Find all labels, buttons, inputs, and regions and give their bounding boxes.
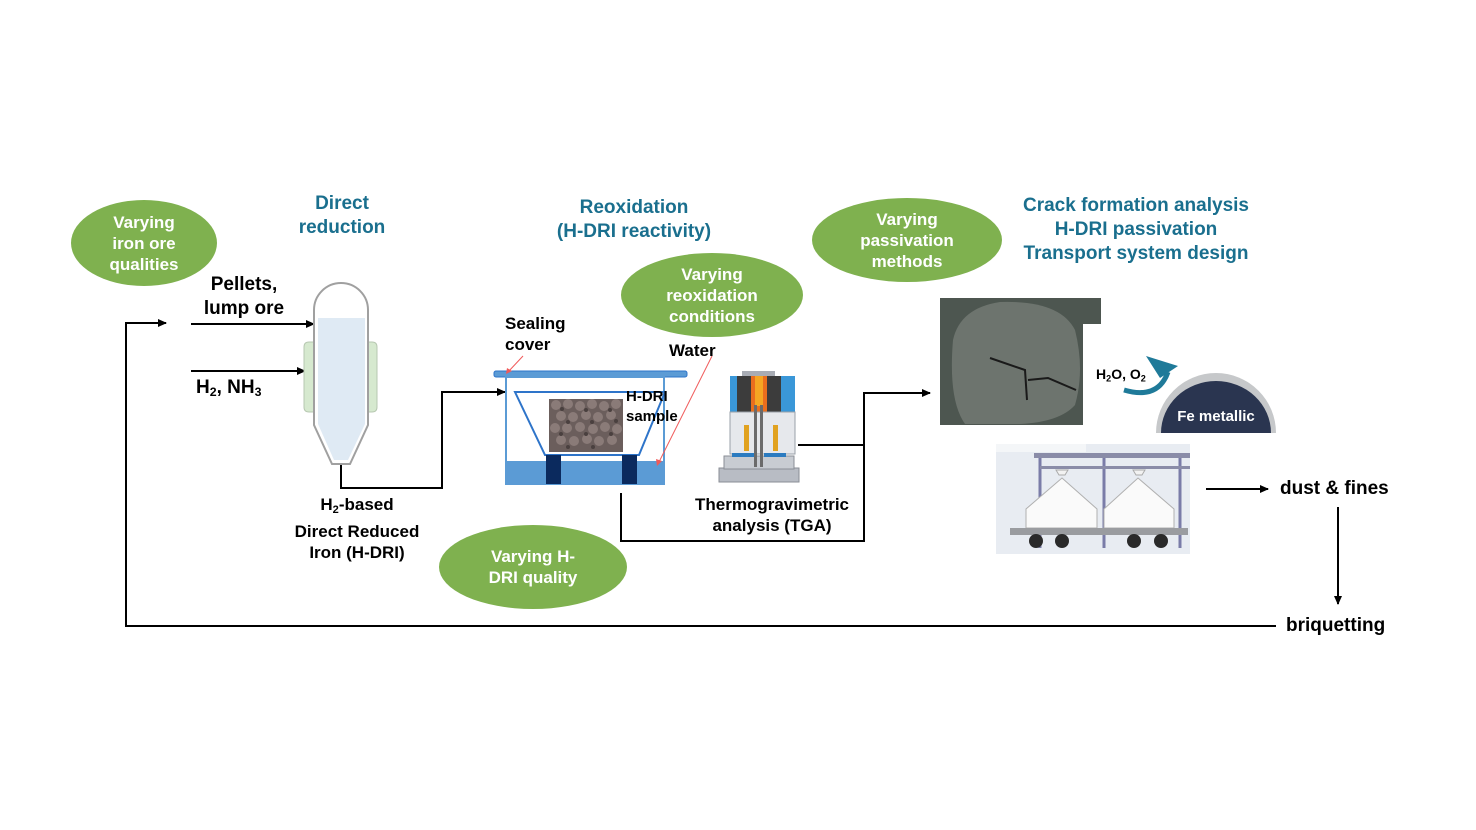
ellipse-text: Varying bbox=[113, 212, 175, 232]
sealing-cover-pointer bbox=[507, 355, 524, 373]
label-line: lump ore bbox=[203, 298, 285, 319]
label-reducing-gas: H2, NH3 bbox=[196, 376, 261, 404]
label-part: H bbox=[1096, 366, 1107, 382]
fe-metallic-dome-icon bbox=[1156, 373, 1276, 433]
ellipse-text: Varying H- bbox=[490, 547, 576, 566]
heading-line: (H-DRI reactivity) bbox=[556, 221, 712, 242]
shaft-furnace-icon bbox=[303, 282, 378, 465]
label-line: analysis (TGA) bbox=[712, 516, 832, 535]
label-hdri: H2-based Direct Reduced Iron (H-DRI) bbox=[282, 494, 432, 563]
label-line: Thermogravimetric bbox=[695, 495, 849, 514]
label-subscript: 2 bbox=[332, 503, 339, 516]
label-dust-fines: dust & fines bbox=[1280, 478, 1389, 499]
heading-line: Transport system design bbox=[1023, 243, 1249, 264]
hdri-sample-image bbox=[549, 399, 623, 452]
reoxidation-to-analysis-line bbox=[620, 389, 931, 542]
label-briquetting: briquetting bbox=[1286, 615, 1386, 636]
label-line: Sealing bbox=[505, 314, 566, 333]
ellipse-text: Varying bbox=[681, 264, 743, 284]
heading-line: Reoxidation bbox=[579, 197, 689, 218]
label-subscript: 2 bbox=[1106, 373, 1112, 384]
ellipse-text: Varying bbox=[876, 209, 938, 229]
label-reactants: H2O, O2 bbox=[1096, 364, 1146, 389]
label-subscript: 2 bbox=[209, 385, 217, 400]
label-part: -based bbox=[338, 495, 394, 514]
ellipse-hdri-quality: Varying H- DRI quality bbox=[439, 525, 627, 609]
label-pellets-lump-ore: Pellets, lump ore bbox=[192, 273, 296, 321]
label-part: H bbox=[320, 495, 333, 514]
label-line: H-DRI bbox=[626, 388, 668, 405]
heading-reoxidation: Reoxidation (H-DRI reactivity) bbox=[534, 196, 734, 244]
ellipse-text: qualities bbox=[109, 254, 179, 274]
label-sealing-cover: Sealing cover bbox=[505, 313, 565, 355]
label-subscript: 2 bbox=[1140, 373, 1146, 384]
label-subscript: 3 bbox=[254, 385, 262, 400]
ellipse-text: reoxidation bbox=[666, 285, 758, 305]
label-water: Water bbox=[669, 341, 716, 360]
label-hdri-sample: H-DRI sample bbox=[626, 387, 678, 427]
transport-wagon-image bbox=[996, 444, 1190, 554]
ellipse-text: DRI quality bbox=[488, 568, 578, 587]
cracked-pellet-image bbox=[940, 298, 1103, 425]
heading-direct-reduction: Direct reduction bbox=[282, 192, 402, 240]
ellipse-text: conditions bbox=[669, 306, 755, 326]
tga-apparatus-icon bbox=[718, 371, 800, 483]
ellipse-text: passivation bbox=[860, 230, 954, 250]
ellipse-text: iron ore bbox=[112, 233, 176, 253]
ellipse-text: methods bbox=[871, 251, 943, 271]
heading-line: reduction bbox=[298, 217, 386, 238]
heading-line: Direct bbox=[315, 193, 369, 214]
recycle-loop-line bbox=[125, 319, 1276, 627]
label-part: H bbox=[196, 377, 210, 398]
reoxidation-vessel-icon bbox=[493, 370, 688, 485]
label-line: Direct Reduced bbox=[294, 521, 420, 541]
label-part: O, O bbox=[1111, 366, 1141, 382]
heading-line: Crack formation analysis bbox=[1023, 195, 1249, 216]
hdri-to-reoxidation-line bbox=[340, 388, 506, 489]
heading-line: H-DRI passivation bbox=[1054, 219, 1218, 240]
label-line: sample bbox=[626, 408, 678, 425]
reactant-arrow-icon bbox=[1123, 371, 1171, 396]
label-line: cover bbox=[505, 335, 551, 354]
label-fe-metallic: Fe metallic bbox=[1177, 408, 1255, 425]
label-part: , NH bbox=[216, 377, 255, 398]
label-line: Pellets, bbox=[210, 274, 278, 295]
heading-analysis: Crack formation analysis H-DRI passivati… bbox=[1000, 194, 1272, 266]
water-pointer bbox=[658, 355, 713, 463]
label-tga: Thermogravimetric analysis (TGA) bbox=[682, 494, 862, 536]
label-line: Iron (H-DRI) bbox=[309, 542, 405, 562]
